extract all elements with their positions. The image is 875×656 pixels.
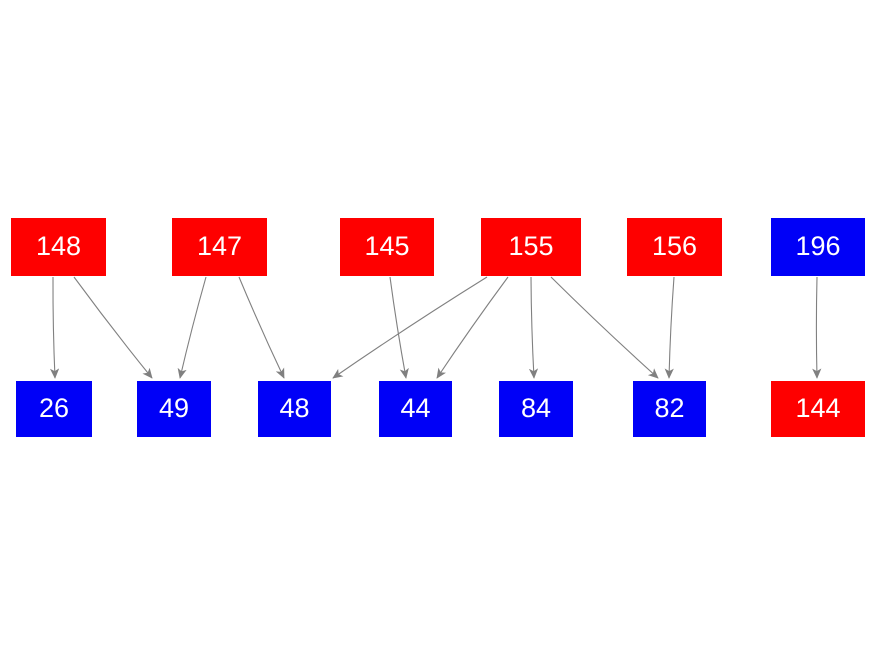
graph-edge <box>436 276 509 379</box>
graph-node-49[interactable]: 49 <box>137 381 211 437</box>
graph-node-label: 155 <box>508 230 554 261</box>
graph-node-label: 148 <box>35 230 82 261</box>
graph-node-48[interactable]: 48 <box>258 381 331 437</box>
graph-node-82[interactable]: 82 <box>633 381 706 437</box>
graph-edge <box>177 276 207 379</box>
graph-node-label: 144 <box>795 392 841 423</box>
graph-edge <box>49 276 60 379</box>
graph-node-label: 156 <box>651 230 698 261</box>
graph-node-155[interactable]: 155 <box>481 218 581 276</box>
graph-node-144[interactable]: 144 <box>771 381 865 437</box>
graph-node-label: 196 <box>795 230 841 261</box>
graph-edge <box>389 276 409 379</box>
graph-node-84[interactable]: 84 <box>499 381 573 437</box>
graph-node-26[interactable]: 26 <box>16 381 92 437</box>
graph-node-147[interactable]: 147 <box>172 218 267 276</box>
graph-node-196[interactable]: 196 <box>771 218 865 276</box>
graph-edge <box>528 276 539 379</box>
graph-node-label: 49 <box>158 392 190 423</box>
graph-edge <box>664 276 675 379</box>
graph-node-label: 82 <box>654 392 685 423</box>
graph-node-44[interactable]: 44 <box>379 381 452 437</box>
graph-edge <box>238 276 285 379</box>
graph-edge <box>812 276 822 379</box>
graph-node-145[interactable]: 145 <box>340 218 434 276</box>
graph-node-label: 44 <box>400 392 431 423</box>
graph-node-label: 48 <box>279 392 310 423</box>
edge-group <box>49 276 822 379</box>
graph-edge <box>550 276 659 379</box>
graph-node-label: 84 <box>520 392 552 423</box>
graph-node-156[interactable]: 156 <box>627 218 722 276</box>
graph-edge <box>332 276 488 379</box>
graph-edge <box>73 276 153 379</box>
graph-node-label: 26 <box>38 392 70 423</box>
graph-node-label: 147 <box>196 230 243 261</box>
graph-node-148[interactable]: 148 <box>11 218 106 276</box>
graph-node-label: 145 <box>364 230 410 261</box>
